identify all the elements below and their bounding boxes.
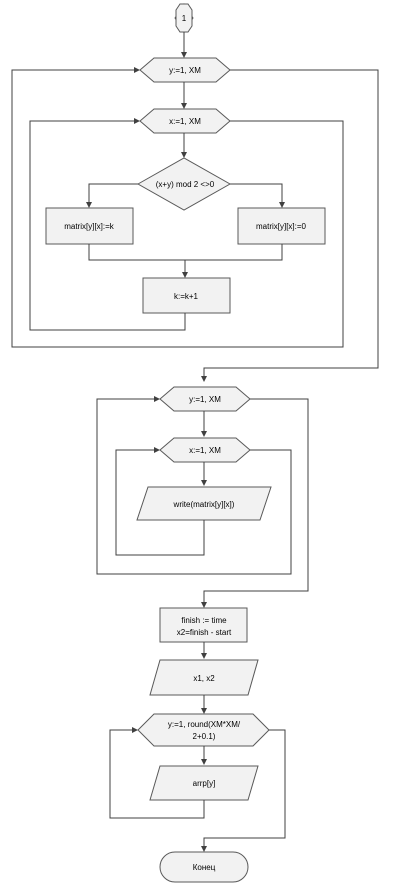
end-terminator (159, 851, 249, 883)
arrowhead (181, 52, 187, 58)
assign-k-label: matrix[y][x]:=k (64, 222, 115, 231)
connector-label: 1 (182, 14, 187, 23)
finish-label-2: x2=finish - start (177, 628, 232, 637)
loop-y-outer-label: y:=1, XM (169, 66, 201, 75)
increment-box (142, 277, 231, 314)
loop-y-round-label-1: y:=1, round(XM*XM/ (168, 720, 241, 729)
arrp-label: arrp[y] (193, 779, 216, 788)
output-label: x1, x2 (193, 674, 215, 683)
assign-k-box (45, 207, 134, 245)
condition-label: (x+y) mod 2 <>0 (156, 180, 215, 189)
assign-0-label: matrix[y][x]:=0 (256, 222, 307, 231)
output-shape (149, 659, 259, 696)
loop-y-print-label: y:=1, XM (189, 395, 221, 404)
write-label: write(matrix[y][x]) (173, 500, 235, 509)
end-label: Конец (193, 863, 216, 872)
loop-y-round-shape (137, 713, 270, 747)
arrp-shape (149, 765, 259, 801)
increment-label: k:=k+1 (174, 292, 199, 301)
loop-y-round-label-2: 2+0.1) (193, 732, 216, 741)
loop-x-print-label: x:=1, XM (189, 446, 221, 455)
finish-label-1: finish := time (181, 616, 227, 625)
write-shape (136, 486, 272, 521)
connector-shape (175, 3, 193, 33)
loop-x-inner-label: x:=1, XM (169, 117, 201, 126)
